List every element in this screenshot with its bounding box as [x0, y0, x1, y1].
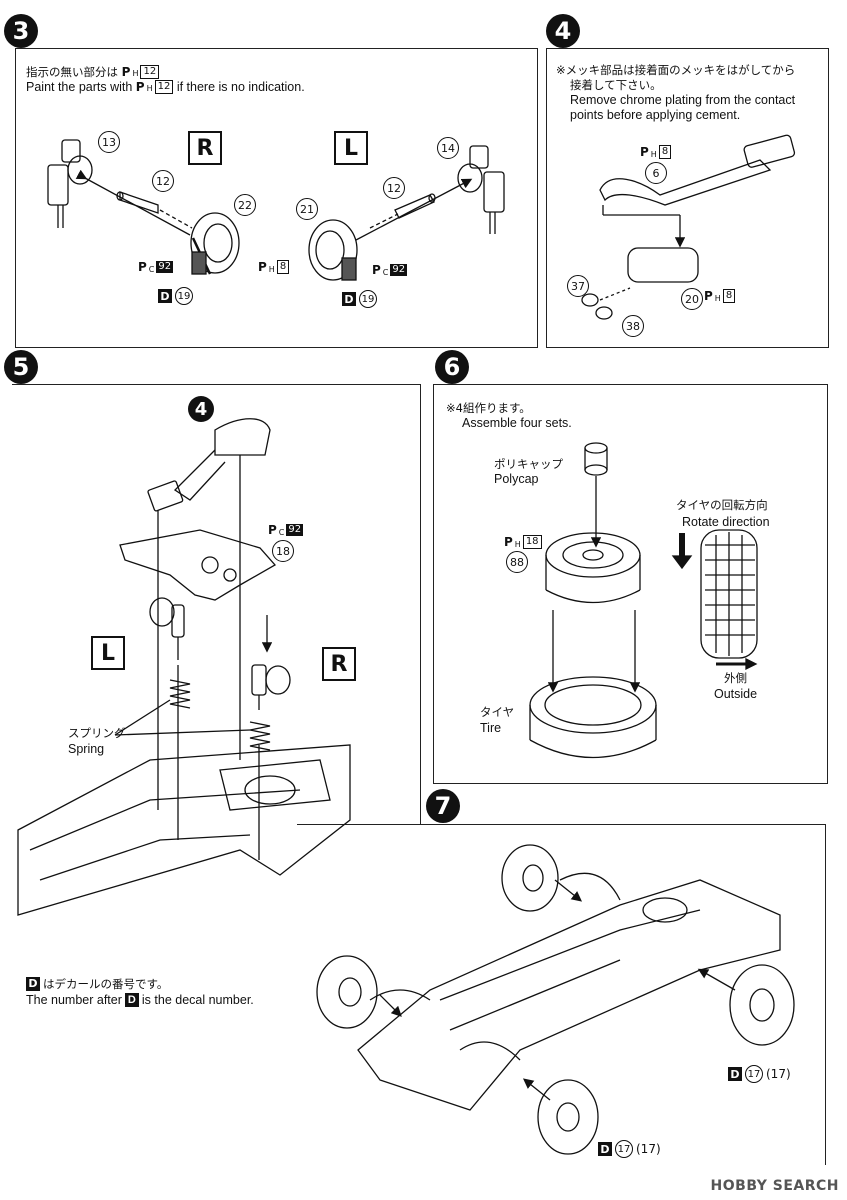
spring-right-illustration	[249, 721, 271, 751]
step-4-badge: 4	[546, 14, 580, 48]
part-20: 20	[681, 288, 703, 310]
hub-14-illustration	[457, 145, 505, 234]
step-7-panel	[297, 824, 826, 1165]
part-88: 88	[506, 551, 528, 573]
part-6: 6	[645, 162, 667, 184]
step-4-note-en-1: Remove chrome plating from the contact	[570, 93, 796, 107]
step-3-panel	[15, 48, 538, 348]
spring-left-illustration	[169, 679, 191, 709]
wheel-rear-right	[729, 964, 795, 1046]
step-4-note-jp-2: 接着して下さい。	[570, 78, 662, 92]
brake-disc-21-illustration	[308, 219, 358, 281]
polycap-illustration	[584, 442, 608, 548]
step-6-badge: 6	[435, 350, 469, 384]
rotate-label-en: Rotate direction	[682, 515, 770, 529]
part-38: 38	[622, 315, 644, 337]
polycap-label-en: Polycap	[494, 472, 539, 486]
decal-note-en: The number after D is the decal number.	[26, 993, 254, 1007]
tire-label-en: Tire	[480, 721, 502, 735]
side-r-label: R	[188, 131, 222, 165]
brake-disc-22-illustration	[190, 212, 240, 275]
exhaust-assembly-illustration	[147, 418, 271, 810]
part-12-right: 12	[383, 177, 405, 199]
wheel-illustration	[545, 532, 641, 693]
part-14: 14	[437, 137, 459, 159]
tire-label-jp: タイヤ	[480, 705, 515, 719]
axle-12-left-illustration	[116, 191, 159, 214]
part-21: 21	[296, 198, 318, 220]
step-6-note-en: Assemble four sets.	[462, 416, 572, 430]
outside-label-jp: 外側	[724, 671, 747, 685]
polycap-label-jp: ポリキャップ	[494, 457, 563, 471]
part-37: 37	[567, 275, 589, 297]
axle-12-right-illustration	[394, 193, 436, 219]
step-7-badge: 7	[426, 789, 460, 823]
chassis-s5-illustration	[17, 744, 351, 916]
part-12-left: 12	[152, 170, 174, 192]
watermark: HOBBY SEARCH	[710, 1178, 839, 1194]
step-6-note-jp: ※4組作ります。	[446, 401, 531, 415]
hub-r-s5-illustration	[251, 664, 291, 710]
hub-13-illustration	[47, 139, 93, 228]
part-22: 22	[234, 194, 256, 216]
tire-illustration	[529, 676, 657, 759]
step-4-note-en-2: points before applying cement.	[570, 108, 741, 122]
wheel-front-right	[537, 1079, 599, 1155]
tread-tire-illustration	[700, 529, 758, 659]
rotate-label-jp: タイヤの回転方向	[676, 498, 768, 512]
part-18: 18	[272, 540, 294, 562]
spring-label-en: Spring	[68, 742, 105, 756]
step-4-note-jp-1: ※メッキ部品は接着面のメッキをはがしてから	[556, 63, 796, 77]
muffler-illustration	[581, 134, 796, 320]
step-3-badge: 3	[4, 14, 38, 48]
wheel-front-left	[316, 955, 378, 1029]
spring-label-jp: スプリング	[68, 726, 126, 740]
suspension-member-illustration	[119, 529, 277, 601]
chassis-s7-illustration	[357, 872, 781, 1111]
wheel-rear-left	[501, 844, 559, 912]
decal-note-jp: D はデカールの番号です。	[26, 976, 168, 992]
step-5-badge: 5	[4, 350, 38, 384]
side-r-label-s5: R	[322, 647, 356, 681]
step-5-ref-step-4: 4	[188, 396, 214, 422]
side-l-label: L	[334, 131, 368, 165]
side-l-label-s5: L	[91, 636, 125, 670]
part-13: 13	[98, 131, 120, 153]
outside-label-en: Outside	[714, 687, 758, 701]
hub-l-s5-illustration	[149, 597, 185, 660]
